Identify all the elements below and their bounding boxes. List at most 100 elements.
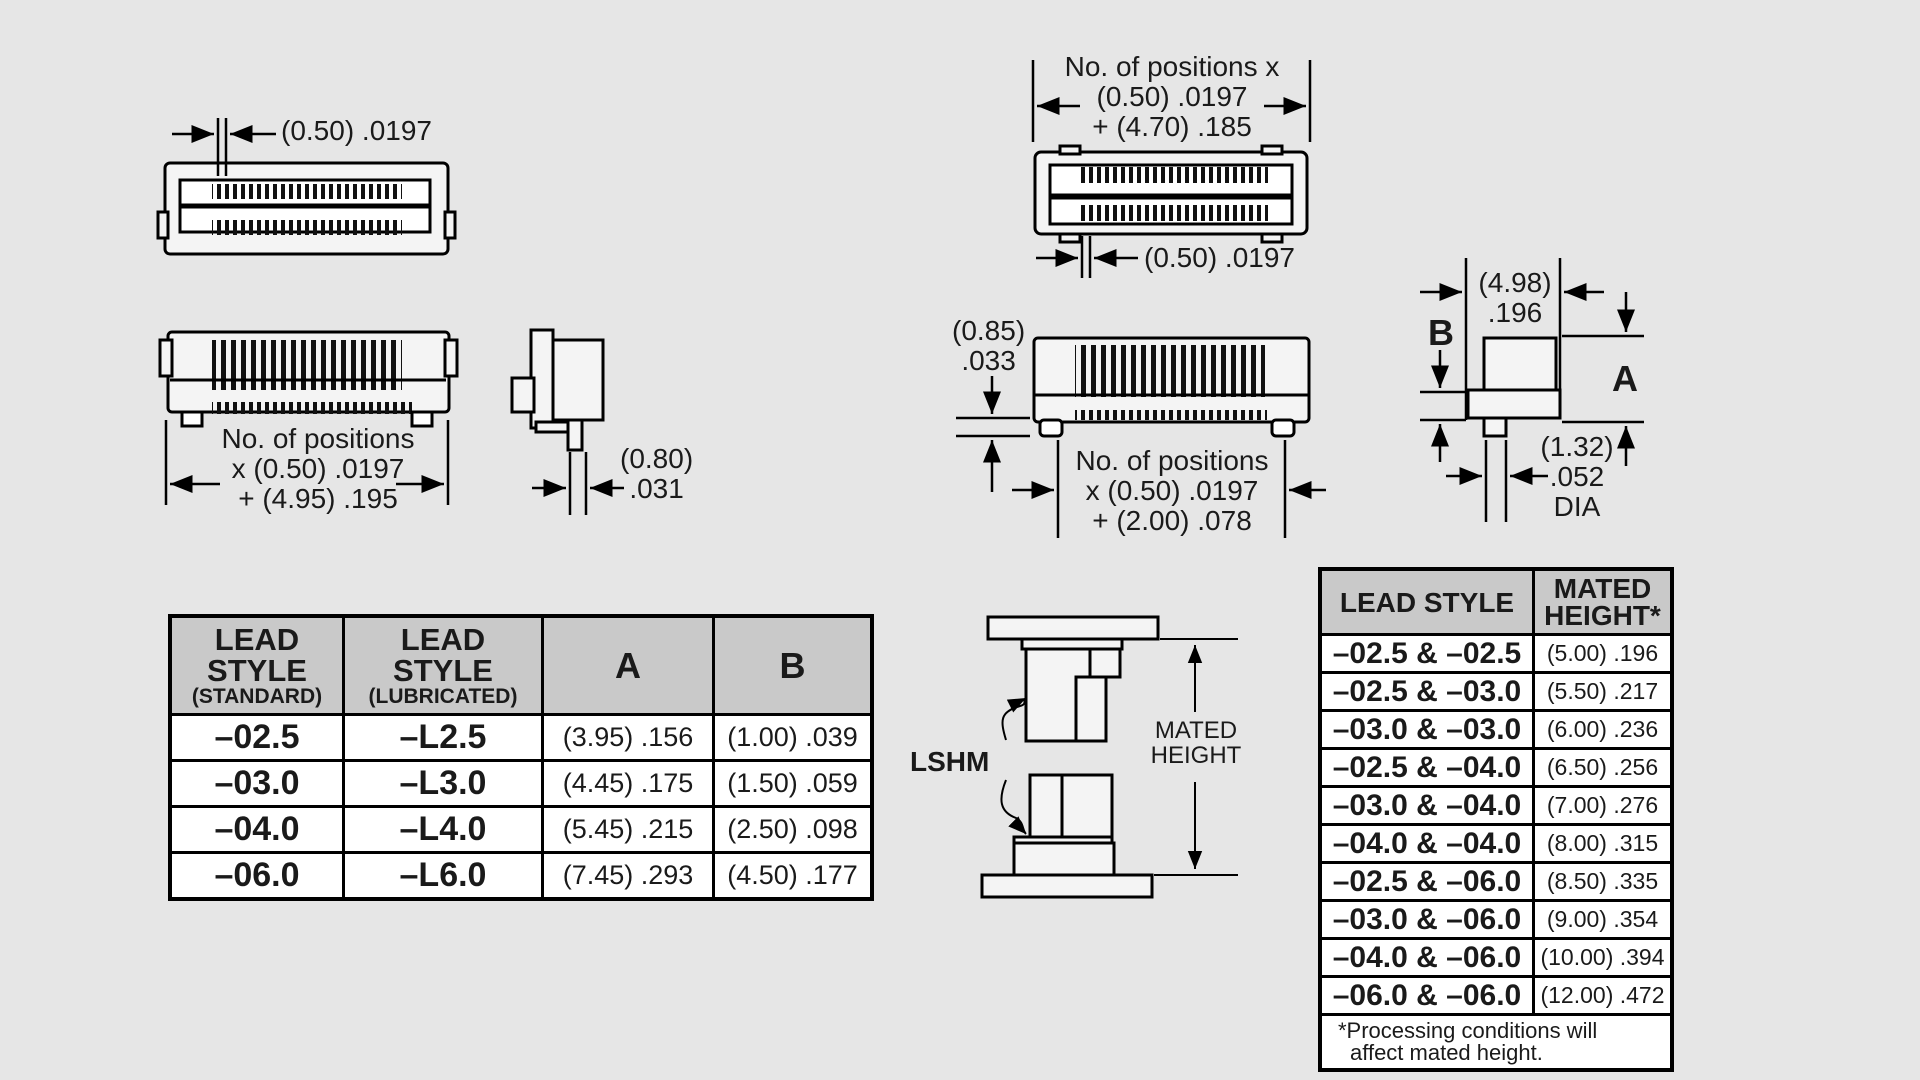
mated-table-note-row: *Processing conditions will affect mated…: [1318, 1013, 1674, 1072]
table-row: –02.5 & –03.0(5.50) .217: [1318, 671, 1674, 712]
dim-rs-dia: [1446, 440, 1548, 522]
cell-combo: –03.0 & –04.0: [1318, 785, 1535, 826]
connector-top-view-left: [158, 330, 459, 428]
dim-rs-dia-line1: (1.32): [1540, 431, 1614, 462]
connector-front-view-left: [156, 161, 457, 256]
header-a: A: [541, 614, 715, 716]
table-row: –03.0 & –03.0(6.00) .236: [1318, 709, 1674, 750]
cell-combo: –02.5 & –03.0: [1318, 671, 1535, 712]
lshm-label: LSHM: [910, 746, 990, 777]
dim-side-pin-label: (0.80) .031: [620, 444, 693, 504]
cell-standard: –03.0: [168, 759, 345, 808]
dim-ml-positions: [164, 420, 450, 505]
dim-label-b: B: [1428, 312, 1454, 353]
cell-combo: –04.0 & –06.0: [1318, 937, 1535, 978]
table-row: –02.5 & –06.0(8.50) .335: [1318, 861, 1674, 902]
cell-b: (2.50) .098: [712, 805, 874, 854]
table-row: –02.5 –L2.5 (3.95) .156 (1.00) .039: [168, 713, 874, 762]
header-lubricated-line2: STYLE: [393, 652, 493, 688]
cell-height: (8.50) .335: [1532, 861, 1674, 902]
dim-tr-positions: [1031, 60, 1312, 142]
table-row: –03.0 –L3.0 (4.45) .175 (1.50) .059: [168, 759, 874, 808]
cell-combo: –06.0 & –06.0: [1318, 975, 1535, 1016]
cell-lubricated: –L4.0: [342, 805, 544, 854]
header-mated-height: MATED HEIGHT*: [1532, 567, 1674, 636]
dim-rs-dia-line3: DIA: [1553, 491, 1601, 522]
cell-lubricated: –L3.0: [342, 759, 544, 808]
cell-height: (9.00) .354: [1532, 899, 1674, 940]
cell-lubricated: –L6.0: [342, 851, 544, 901]
cell-height: (6.50) .256: [1532, 747, 1674, 788]
dim-mr-offset-label: (0.85) .033: [952, 316, 1025, 376]
dim-ml-positions-label: No. of positions x (0.50) .0197 + (4.95)…: [208, 424, 428, 514]
dim-rs-width-line1: (4.98): [1478, 267, 1552, 298]
table-row: –04.0 –L4.0 (5.45) .215 (2.50) .098: [168, 805, 874, 854]
table-row: –04.0 & –06.0(10.00) .394: [1318, 937, 1674, 978]
mated-table-header-row: LEAD STYLE MATED HEIGHT*: [1318, 567, 1674, 636]
header-standard-line2: STYLE: [207, 652, 307, 688]
header-standard: LEAD STYLE (STANDARD): [168, 614, 345, 716]
dim-tl-pitch: [172, 118, 276, 176]
dim-tl-pitch-label: (0.50) .0197: [281, 115, 432, 146]
dim-rs-width: [1420, 258, 1604, 420]
dim-tr-positions-label: No. of positions x (0.50) .0197 + (4.70)…: [1044, 52, 1300, 142]
cell-standard: –06.0: [168, 851, 345, 901]
cell-height: (6.00) .236: [1532, 709, 1674, 750]
connector-top-view-right: [1032, 336, 1311, 438]
cell-a: (3.95) .156: [541, 713, 715, 762]
connector-side-profile-right: [1466, 336, 1562, 438]
dim-mr-line2: x (0.50) .0197: [1085, 475, 1259, 506]
dim-mr-offset-line2: .033: [961, 345, 1016, 376]
dim-mr-positions: [1012, 440, 1326, 538]
note-line1: *Processing conditions will: [1338, 1018, 1598, 1043]
dim-rs-a: [1562, 292, 1644, 466]
dim-mr-positions-label: No. of positions x (0.50) .0197 + (2.00)…: [1064, 446, 1280, 536]
table-row: –02.5 & –02.5(5.00) .196: [1318, 633, 1674, 674]
dim-label-a: A: [1612, 358, 1638, 399]
cell-lubricated: –L2.5: [342, 713, 544, 762]
header-mated-height-line1: MATED: [1553, 573, 1652, 604]
dim-tr-pitch: [1036, 236, 1138, 278]
dim-mr-offset-line1: (0.85): [952, 315, 1026, 346]
lead-table-header-row: LEAD STYLE (STANDARD) LEAD STYLE (LUBRIC…: [168, 614, 874, 716]
cell-combo: –03.0 & –06.0: [1318, 899, 1535, 940]
header-lubricated: LEAD STYLE (LUBRICATED): [342, 614, 544, 716]
dim-ml-line1: No. of positions: [221, 423, 415, 454]
dim-rs-width-label: (4.98) .196: [1470, 268, 1560, 328]
table-row: –06.0 –L6.0 (7.45) .293 (4.50) .177: [168, 851, 874, 901]
cell-b: (1.00) .039: [712, 713, 874, 762]
header-b: B: [712, 614, 874, 716]
dim-tr-pitch-label: (0.50) .0197: [1144, 242, 1295, 273]
cell-a: (7.45) .293: [541, 851, 715, 901]
cell-combo: –04.0 & –04.0: [1318, 823, 1535, 864]
cell-combo: –03.0 & –03.0: [1318, 709, 1535, 750]
cell-height: (5.00) .196: [1532, 633, 1674, 674]
header-mated-height-line2: HEIGHT*: [1544, 600, 1661, 631]
mated-pair-diagram: [980, 615, 1160, 899]
table-row: –03.0 & –06.0(9.00) .354: [1318, 899, 1674, 940]
cell-height: (5.50) .217: [1532, 671, 1674, 712]
dim-ml-line2: x (0.50) .0197: [231, 453, 405, 484]
mated-height-table: LEAD STYLE MATED HEIGHT* –02.5 & –02.5(5…: [1318, 567, 1674, 1072]
mated-height-line2: HEIGHT: [1150, 742, 1242, 769]
cell-standard: –02.5: [168, 713, 345, 762]
dim-mr-line1: No. of positions: [1075, 445, 1269, 476]
mated-height-line1: MATED: [1154, 717, 1238, 744]
cell-combo: –02.5 & –04.0: [1318, 747, 1535, 788]
cell-combo: –02.5 & –06.0: [1318, 861, 1535, 902]
connector-side-profile: [510, 328, 605, 452]
cell-combo: –02.5 & –02.5: [1318, 633, 1535, 674]
lshm-leaders: [1000, 697, 1027, 835]
lead-style-table: LEAD STYLE (STANDARD) LEAD STYLE (LUBRIC…: [168, 614, 874, 901]
cell-height: (7.00) .276: [1532, 785, 1674, 826]
dim-tr-line1: No. of positions x: [1064, 51, 1280, 82]
header-lead-style: LEAD STYLE: [1318, 567, 1535, 636]
cell-height: (10.00) .394: [1532, 937, 1674, 978]
cell-b: (1.50) .059: [712, 759, 874, 808]
header-standard-line3: (STANDARD): [191, 684, 323, 708]
cell-height: (12.00) .472: [1532, 975, 1674, 1016]
cell-height: (8.00) .315: [1532, 823, 1674, 864]
dim-rs-b: [1420, 350, 1466, 462]
table-row: –04.0 & –04.0(8.00) .315: [1318, 823, 1674, 864]
